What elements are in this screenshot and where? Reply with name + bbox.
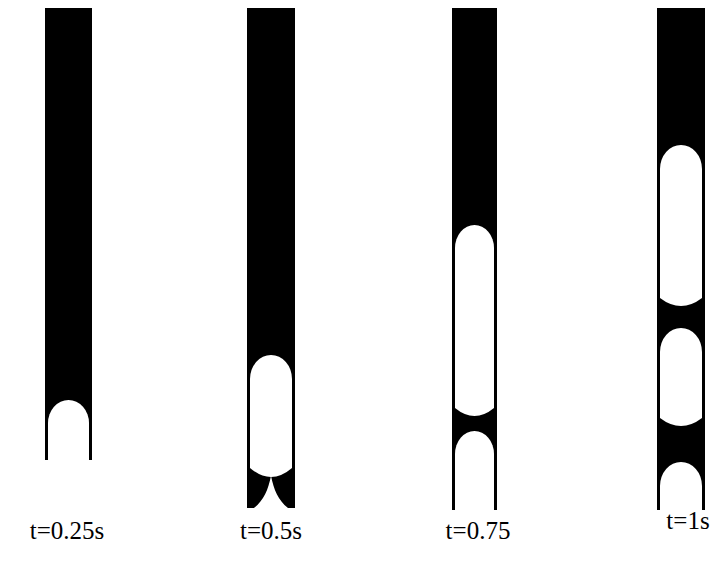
tube-column (657, 8, 705, 510)
liquid-column (657, 8, 705, 510)
gas-bubble (254, 476, 288, 508)
liquid-column (452, 8, 497, 510)
gas-bubble (455, 431, 494, 510)
tube-column (247, 8, 295, 508)
tube-column (45, 8, 92, 462)
gas-bubble (660, 328, 702, 426)
time-label: t=1s (666, 508, 709, 533)
gas-bubble (660, 145, 702, 306)
gas-bubble (455, 225, 494, 416)
gas-bubble (660, 462, 702, 510)
time-label: t=0.75 (446, 518, 511, 543)
gas-bubble (250, 355, 292, 477)
liquid-column (45, 8, 92, 460)
time-label: t=0.5s (240, 518, 302, 543)
tube-column (452, 8, 497, 510)
gas-bubble (48, 400, 89, 462)
liquid-column (247, 8, 295, 508)
time-label: t=0.25s (30, 518, 105, 543)
